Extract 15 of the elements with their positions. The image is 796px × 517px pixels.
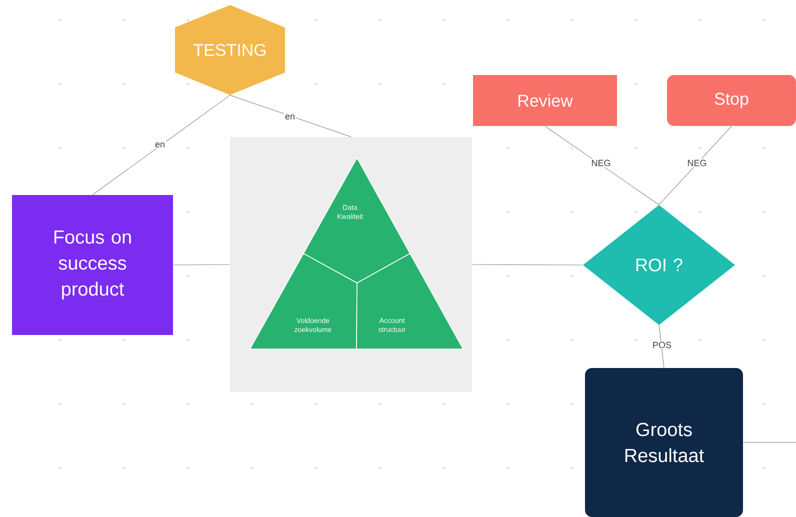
connector	[544, 126, 660, 206]
connector	[658, 324, 664, 368]
process-box: Focus on success product	[12, 195, 173, 335]
hexagon: TESTING	[175, 5, 285, 95]
result-box: Groots Resultaat	[585, 368, 743, 517]
process-box: Review	[473, 75, 617, 126]
connector	[230, 94, 352, 138]
connector	[742, 442, 796, 443]
connector	[658, 126, 732, 206]
connector	[92, 94, 230, 196]
connector	[172, 264, 230, 266]
edge-label: en	[154, 142, 166, 148]
process-box: Stop	[667, 75, 796, 126]
connector	[472, 264, 584, 266]
edge-label: en	[284, 114, 296, 120]
